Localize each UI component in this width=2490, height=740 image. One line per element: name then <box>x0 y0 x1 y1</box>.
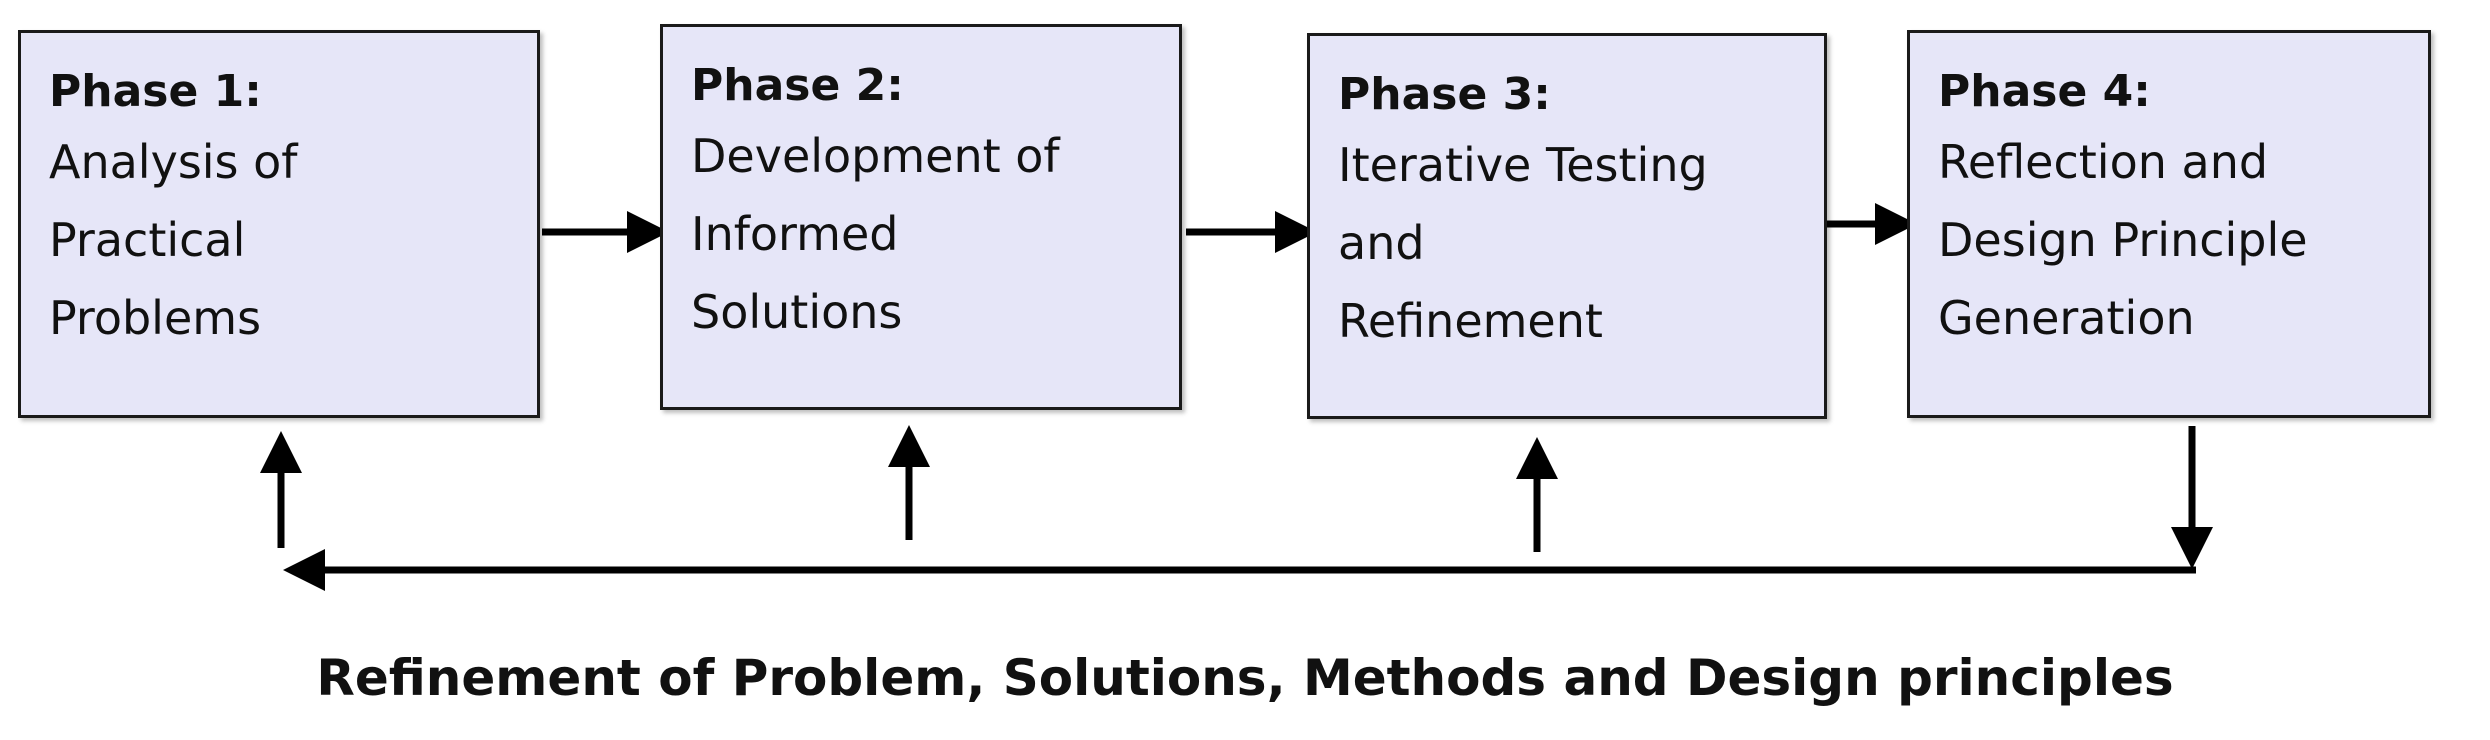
phase-4-box: Phase 4: Reflection and Design Principle… <box>1907 30 2431 418</box>
phase-2-description: Development of Informed Solutions <box>691 129 1060 339</box>
phase-1-description: Analysis of Practical Problems <box>49 135 298 345</box>
phase-1-box: Phase 1: Analysis of Practical Problems <box>18 30 540 418</box>
phase-2-title: Phase 2: <box>691 60 904 111</box>
phase-3-description: Iterative Testing and Refinement <box>1338 138 1708 348</box>
phase-4-description: Reflection and Design Principle Generati… <box>1938 135 2308 345</box>
phase-4-title: Phase 4: <box>1938 66 2151 117</box>
phase-2-box: Phase 2: Development of Informed Solutio… <box>660 24 1182 410</box>
phase-3-title: Phase 3: <box>1338 69 1551 120</box>
feedback-caption: Refinement of Problem, Solutions, Method… <box>316 649 2174 707</box>
phase-3-box: Phase 3: Iterative Testing and Refinemen… <box>1307 33 1827 419</box>
phase-1-title: Phase 1: <box>49 66 262 117</box>
